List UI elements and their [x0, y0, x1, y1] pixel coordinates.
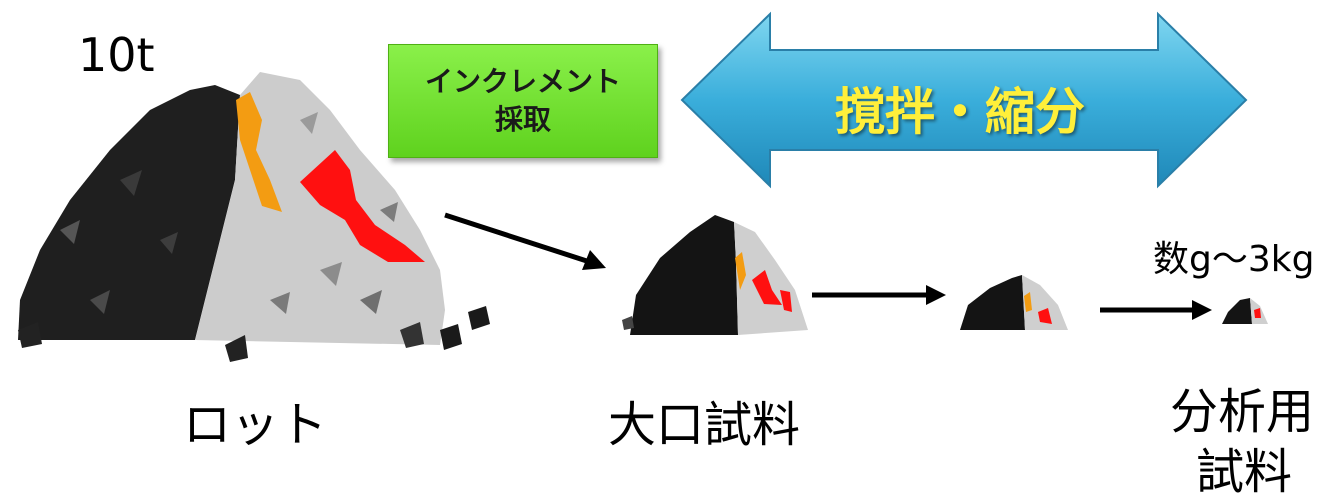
increment-line2: 採取 — [494, 103, 551, 136]
lot-mass-label: 10t — [78, 28, 155, 82]
analysis-sample-pile — [1222, 298, 1268, 324]
lot-label: ロット — [183, 397, 328, 453]
stir-reduce-double-arrow — [680, 11, 1248, 189]
stir-reduce-label: 撹拌・縮分 — [835, 83, 1085, 141]
analysis-sample-label-line1: 分析用 — [1170, 384, 1315, 440]
reduced-sample-pile — [960, 275, 1068, 330]
sampling-diagram — [18, 11, 1268, 362]
analysis-sample-label-line2: 試料 — [1196, 444, 1293, 500]
flow-arrow-1 — [444, 212, 606, 270]
flow-arrow-2 — [812, 285, 946, 305]
lot-pile — [18, 72, 490, 362]
mass-range-label: 数g～3kg — [1153, 239, 1315, 280]
increment-line1: インクレメント — [424, 65, 621, 98]
increment-sampling-box: インクレメント 採取 — [388, 44, 658, 158]
bulk-sample-pile — [622, 215, 808, 335]
flow-arrow-3 — [1100, 300, 1212, 320]
bulk-sample-label: 大口試料 — [608, 397, 801, 453]
